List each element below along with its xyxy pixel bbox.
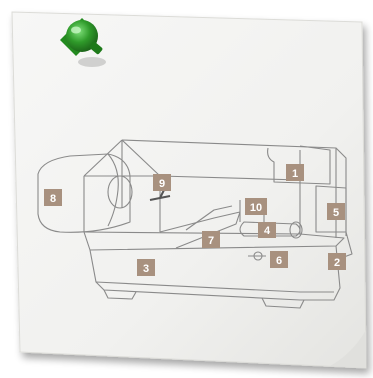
callout-1-label: 1 [292,168,298,180]
callout-9: 9 [153,174,171,191]
callout-7-label: 7 [208,235,214,247]
callout-2: 2 [328,253,346,270]
callout-3-label: 3 [143,263,149,275]
callout-3: 3 [137,259,155,276]
callout-9-label: 9 [159,178,165,190]
callout-4-label: 4 [264,225,271,237]
callout-10: 10 [245,198,267,215]
callout-5: 5 [327,203,345,220]
callout-10-label: 10 [250,202,262,214]
callout-6-label: 6 [276,255,282,267]
callout-6: 6 [270,251,288,268]
callout-2-label: 2 [334,257,340,269]
callout-7: 7 [202,231,220,248]
callout-8-label: 8 [50,193,56,205]
callout-5-label: 5 [333,207,339,219]
callout-4: 4 [258,222,276,238]
callout-1: 1 [286,164,304,181]
paper-note [12,12,366,368]
callout-8: 8 [44,189,62,206]
